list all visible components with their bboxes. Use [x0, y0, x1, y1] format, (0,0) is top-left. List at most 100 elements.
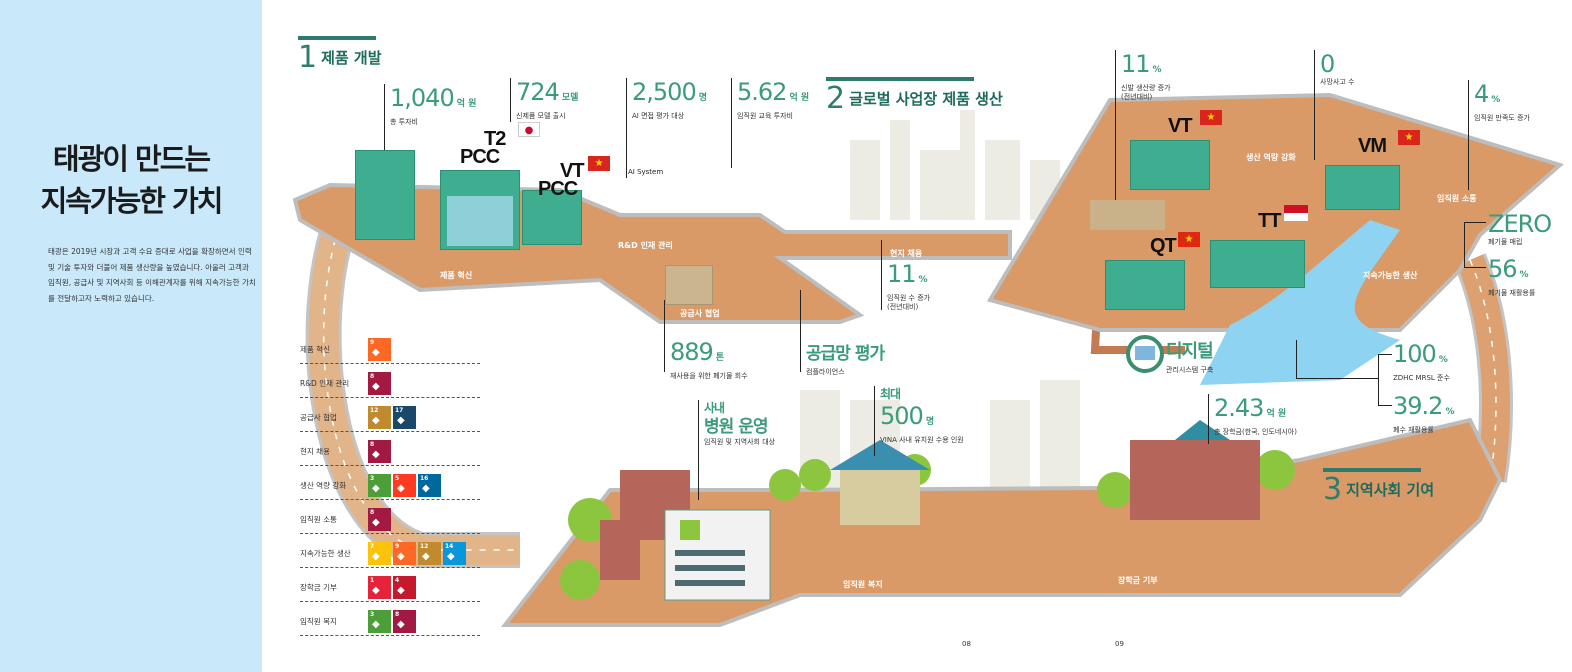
- stat-caption: 신발 생산량 증가: [1121, 84, 1171, 92]
- stat-zero: ZERO 폐기물 매립: [1488, 210, 1552, 247]
- sdg-goal-number: 8: [370, 509, 375, 516]
- sdg-row-label: 지속가능한 생산: [300, 549, 351, 558]
- sdg-goal-icon: ◆: [372, 347, 380, 358]
- scene-label: 현지 채용: [890, 249, 923, 258]
- sdg-row-label: 장학금 기부: [300, 583, 337, 592]
- section-number: 3: [1323, 472, 1343, 507]
- stat-value: 2,500: [632, 78, 697, 106]
- stat-caption: 폐기물 매립: [1488, 238, 1523, 246]
- sdg-goal-number: 4: [395, 577, 400, 584]
- factory-code: VM: [1358, 135, 1387, 157]
- sdg-goal-badge: 14◆: [443, 542, 466, 565]
- stat-hospital: 사내 병원 운영 임직원 및 지역사회 대상: [698, 400, 775, 500]
- sdg-goal-icon: ◆: [372, 381, 380, 392]
- stat-value: 11: [1121, 50, 1151, 78]
- section-title: 지역사회 기여: [1346, 481, 1435, 499]
- stat-unit: 모델: [561, 93, 579, 103]
- sdg-row-label: 생산 역량 강화: [300, 481, 347, 490]
- intro-text: 태광은 2019년 시장과 고객 수요 증대로 사업을 확장하면서 인력 및 기…: [48, 247, 256, 303]
- stat-caption: 관리시스템 구축: [1166, 366, 1214, 374]
- sdg-row-label: 임직원 복지: [300, 617, 337, 626]
- stat-unit: 톤: [715, 353, 725, 363]
- intro-panel: [0, 0, 262, 672]
- stat-caption: 신제품 모델 출시: [516, 112, 566, 120]
- sdg-row-label: 현지 채용: [300, 447, 330, 456]
- sdg-goal-badge: 12◆: [368, 406, 391, 429]
- bottom-buildings: [600, 420, 1260, 601]
- pcc-vt-building: [522, 190, 582, 245]
- scene-label: 지속가능한 생산: [1363, 271, 1418, 280]
- sdg-row-label: 공급사 협업: [300, 413, 337, 422]
- sdg-goal-badge: 1◆: [368, 576, 391, 599]
- sdg-goal-number: 12: [420, 543, 429, 550]
- page-number: 08: [962, 640, 971, 648]
- stat-caption: 사망사고 수: [1320, 78, 1355, 86]
- office-building: [355, 150, 415, 240]
- section-number: 1: [298, 40, 318, 75]
- stat-value: 889: [670, 338, 714, 366]
- factory-code: VT: [560, 160, 585, 182]
- stat-unit: %: [1438, 355, 1448, 365]
- stat-value: 1,040: [390, 84, 455, 112]
- sdg-goal-number: 16: [420, 475, 429, 482]
- stat-caption: VINA 사내 유치원 수용 인원: [880, 436, 964, 444]
- sdg-row: 임직원 복지 3◆ 8◆: [300, 608, 480, 636]
- stat-value: 병원 운영: [704, 417, 768, 437]
- sdg-goal-badge: 17◆: [393, 406, 416, 429]
- sdg-goal-icon: ◆: [372, 415, 380, 426]
- stat-value: 5.62: [737, 78, 787, 106]
- sdg-goal-icon: ◆: [397, 619, 405, 630]
- sdg-goal-number: 9: [395, 543, 400, 550]
- factory-code: T2: [484, 128, 506, 150]
- stat-unit: 억 원: [456, 99, 477, 109]
- page-number: 09: [1115, 640, 1124, 648]
- digital-monitor-icon: [1126, 335, 1164, 373]
- recycle-boxes: [665, 265, 713, 305]
- sdg-goal-badge: 9◆: [368, 338, 391, 361]
- factory-code: PCC: [538, 178, 578, 200]
- scene-label: R&D 인재 관리: [618, 241, 673, 250]
- section-title: 글로벌 사업장 제품 생산: [849, 90, 1003, 108]
- tt-factory: [1210, 240, 1305, 288]
- stat-unit: 억 원: [789, 93, 810, 103]
- sdg-goal-icon: ◆: [422, 551, 430, 562]
- sdg-goal-badge: 3◆: [368, 610, 391, 633]
- sdg-goal-icon: ◆: [397, 483, 405, 494]
- vietnam-flag-icon: ★: [1398, 130, 1420, 145]
- stat-unit: %: [1152, 65, 1162, 75]
- stat-value: ZERO: [1488, 210, 1552, 238]
- sdg-goal-badge: 12◆: [418, 542, 441, 565]
- stat-value: 100: [1393, 340, 1437, 368]
- stat-satisfaction: 4% 임직원 만족도 증가: [1468, 80, 1530, 190]
- vm-factory: [1325, 165, 1400, 210]
- stat-supply: 공급망 평가 컴플라이언스: [800, 290, 885, 376]
- sdg-goal-number: 8: [395, 611, 400, 618]
- sdg-goal-number: 12: [370, 407, 379, 414]
- sdg-goal-number: 17: [395, 407, 404, 414]
- stat-value: 디지털: [1166, 341, 1214, 362]
- connector-line: [1296, 378, 1378, 379]
- page-title: 태광이 만드는 지속가능한 가치: [0, 138, 262, 222]
- road: [305, 191, 1513, 568]
- sdg-goal-icon: ◆: [397, 415, 405, 426]
- sdg-goal-number: 3: [370, 611, 375, 618]
- stat-unit: 명: [925, 417, 935, 427]
- korea-flag-icon: ●: [518, 122, 540, 137]
- truck: [1090, 200, 1165, 230]
- sdg-goal-number: 5: [395, 475, 400, 482]
- stat-staff: 11% 임직원 수 증가 (전년대비): [881, 240, 930, 311]
- stat-caption: 폐수 재활용률: [1393, 426, 1434, 434]
- sdg-goal-icon: ◆: [397, 585, 405, 596]
- sdg-goal-icon: ◆: [372, 551, 380, 562]
- sdg-row-label: 제품 혁신: [300, 345, 330, 354]
